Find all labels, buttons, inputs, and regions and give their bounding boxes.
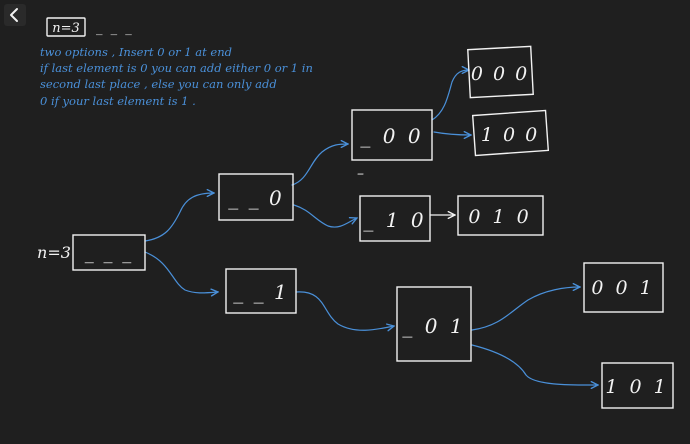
leaf-box (471, 109, 550, 157)
notes-block: n=3 _ _ _ two options , Insert 0 or 1 at… (40, 17, 313, 108)
connector-root-to-node-0 (144, 193, 214, 242)
tree-leaf-0: 0 0 0 (467, 45, 534, 99)
tree-node-level2-2: _ 0 1 (396, 286, 472, 362)
notes-header-box (46, 17, 86, 37)
node-box (396, 286, 472, 362)
notes-line-1: two options , Insert 0 or 1 at end (40, 45, 232, 59)
connector-root-to-node-1 (144, 251, 218, 293)
notes-line-4: 0 if your last element is 1 . (40, 94, 196, 108)
stray-mark: – (357, 166, 364, 182)
tree-node-level2-0: _ 0 0 (351, 109, 433, 161)
connector-node-1-to-node-01 (295, 291, 394, 330)
connector-node-00-to-leaf-000 (431, 70, 469, 121)
leaf-box (457, 195, 544, 236)
node-value: _ 0 1 (402, 314, 465, 338)
connector-node-0-to-node-00 (291, 144, 348, 186)
tree-leaf-4: 1 0 1 (601, 362, 674, 409)
node-value: _ 0 0 (360, 124, 423, 148)
connector-node-0-to-node-10 (293, 204, 357, 228)
chevron-left-icon (10, 8, 18, 22)
tree-leaf-3: 0 0 1 (583, 262, 664, 313)
leaf-box (467, 45, 534, 99)
node-value: _ _ _ (85, 243, 133, 264)
tree-node-level1-0: _ _ 0 (218, 173, 294, 221)
leaf-value: 0 0 0 (471, 63, 529, 85)
leaf-value: 0 0 1 (591, 277, 654, 299)
notes-line-3: second last place , else you can only ad… (40, 77, 277, 91)
leaf-box (583, 262, 664, 313)
tree-node-root: _ _ _ (72, 234, 146, 271)
node-value: _ _ 0 (228, 186, 283, 210)
node-value: _ 1 0 (363, 208, 426, 232)
notes-line-2: if last element is 0 you can add either … (40, 61, 313, 75)
leaf-value: 1 0 0 (481, 124, 539, 146)
connector-node-01-to-leaf-101 (471, 344, 598, 385)
node-box (218, 173, 294, 221)
connector-node-01-to-leaf-001 (471, 287, 580, 331)
connector-node-00-to-leaf-100 (433, 132, 471, 135)
node-box (72, 234, 146, 271)
node-box (359, 195, 431, 242)
node-box (225, 268, 297, 314)
notes-blanks: _ _ _ (96, 21, 134, 36)
tree-leaf-1: 1 0 0 (471, 109, 550, 157)
tree-node-level1-1: _ _ 1 (225, 268, 297, 314)
node-box (351, 109, 433, 161)
leaf-value: 1 0 1 (605, 376, 668, 398)
notes-header: n=3 (52, 21, 80, 36)
tree-leaf-2: 0 1 0 (457, 195, 544, 236)
leaf-box (601, 362, 674, 409)
node-value: _ _ 1 (233, 280, 288, 304)
root-label: n=3 (37, 243, 71, 262)
leaf-value: 0 1 0 (468, 206, 531, 228)
tree-connectors (144, 70, 598, 385)
back-button[interactable] (4, 4, 26, 26)
tree-node-level2-1: _ 1 0 (359, 195, 431, 242)
